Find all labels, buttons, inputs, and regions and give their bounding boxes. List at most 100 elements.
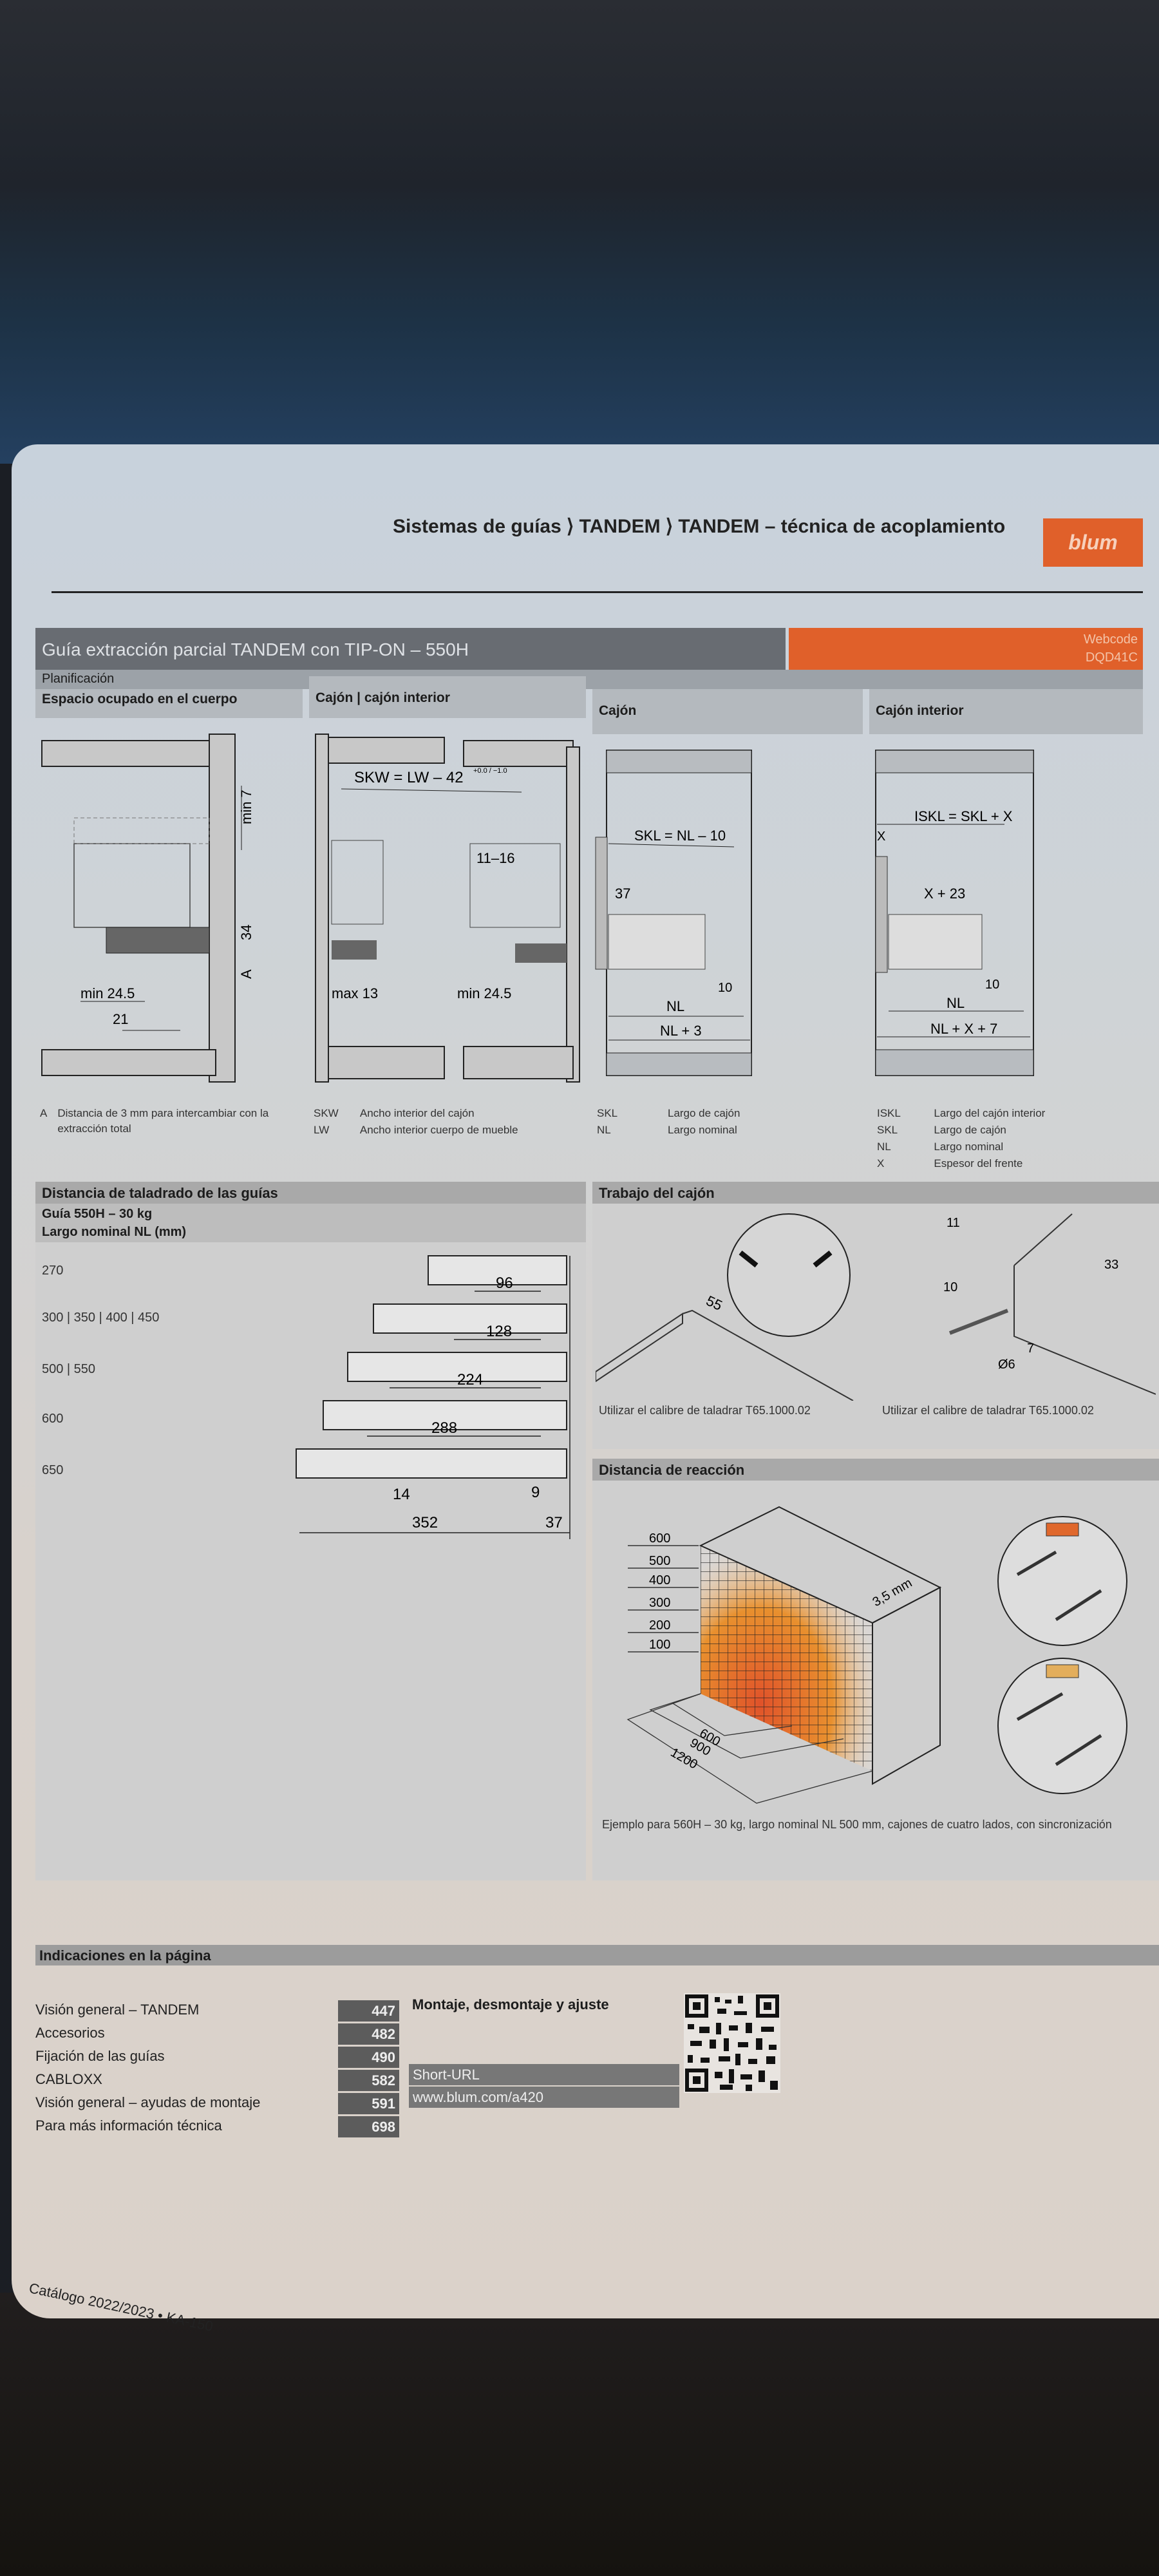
dim-55: 55	[704, 1293, 725, 1314]
reaction-heading: Distancia de reacción	[592, 1459, 1159, 1481]
drilling-subheading: Guía 550H – 30 kg Largo nominal NL (mm)	[35, 1204, 586, 1242]
dim-10-drill: 10	[943, 1280, 957, 1294]
inner-length-diagram: ISKL = SKL + X X X + 23 10 NL NL + X + 7	[875, 750, 1034, 1076]
dim-x: X	[877, 829, 885, 844]
legend-text: Distancia de 3 mm para intercambiar con …	[57, 1107, 269, 1135]
page-number[interactable]: 698	[338, 2116, 399, 2137]
legend-key: NL	[597, 1124, 611, 1136]
drill-gauge-caption: Utilizar el calibre de taladrar T65.1000…	[882, 1404, 1094, 1417]
nl-label: 300 | 350 | 400 | 450	[42, 1311, 160, 1325]
legend-text: Largo nominal	[667, 1124, 737, 1136]
dist-9: 9	[531, 1484, 540, 1501]
legend-key: SKW	[314, 1107, 339, 1119]
legend-space: A Distancia de 3 mm para intercambiar co…	[39, 1104, 296, 1138]
nl-label: 270	[42, 1264, 64, 1278]
legend-key: NL	[877, 1141, 891, 1153]
height-label: 300	[649, 1596, 670, 1610]
dist-224: 224	[457, 1371, 483, 1388]
col-heading-space: Espacio ocupado en el cuerpo	[35, 689, 303, 718]
dim-nl-x-7: NL + X + 7	[930, 1021, 997, 1037]
page-number[interactable]: 582	[338, 2070, 399, 2091]
dist-352: 352	[412, 1514, 438, 1531]
drawer-work-heading: Trabajo del cajón	[592, 1182, 1159, 1204]
nl-label: 650	[42, 1463, 64, 1477]
webcode-box[interactable]: Webcode DQD41C	[789, 628, 1143, 670]
webcode-label: Webcode	[1083, 632, 1138, 647]
dim-min7: min 7	[238, 790, 254, 824]
legend-text: Largo del cajón interior	[934, 1107, 1046, 1119]
height-label: 600	[649, 1531, 670, 1546]
dim-A: A	[238, 969, 254, 979]
indications-heading: Indicaciones en la página	[35, 1945, 1159, 1965]
page-number[interactable]: 591	[338, 2093, 399, 2114]
dim-33: 33	[1104, 1258, 1118, 1272]
col-heading-drawer: Cajón	[592, 689, 863, 734]
dim-11-16: 11–16	[476, 850, 515, 866]
video-title: Montaje, desmontaje y ajuste	[412, 1996, 609, 2012]
section-title: Guía extracción parcial TANDEM con TIP-O…	[35, 628, 786, 670]
legend-swatch-yellow	[1046, 1664, 1079, 1678]
legend-length: SKL Largo de cajón NL Largo nominal	[596, 1104, 860, 1139]
breadcrumb-item: TANDEM – técnica de acoplamiento	[678, 516, 1006, 537]
legend-key: SKL	[597, 1107, 618, 1119]
dim-34: 34	[238, 925, 254, 940]
dim-nl-inner: NL	[947, 995, 965, 1011]
col-heading-inner-drawer: Cajón interior	[869, 689, 1143, 734]
clip-diagram: 55	[596, 1213, 854, 1401]
height-label: 200	[649, 1618, 670, 1633]
legend-key: ISKL	[877, 1107, 901, 1119]
dim-10: 10	[718, 981, 732, 995]
page-number[interactable]: 490	[338, 2047, 399, 2068]
dim-x-23: X + 23	[924, 886, 965, 902]
height-label: 500	[649, 1554, 670, 1568]
width-diagram: SKW = LW – 42 +0.0 / −1.0 11–16 max 13 m…	[315, 734, 580, 1083]
reaction-caption: Ejemplo para 560H – 30 kg, largo nominal…	[602, 1818, 1112, 1831]
legend-text: Ancho interior cuerpo de mueble	[359, 1124, 518, 1136]
breadcrumb-separator: ⟩	[566, 516, 574, 537]
qr-code[interactable]	[684, 1993, 780, 2093]
legend-key: A	[40, 1107, 48, 1119]
dim-min24-5-right: min 24.5	[457, 985, 511, 1001]
dim-7: 7	[1027, 1341, 1034, 1356]
length-diagram: SKL = NL – 10 37 10 NL NL + 3	[595, 750, 752, 1076]
legend-key: X	[877, 1157, 885, 1170]
breadcrumb-item[interactable]: TANDEM	[579, 516, 661, 537]
col-heading-drawer-inner: Cajón | cajón interior	[309, 676, 586, 718]
indication-label[interactable]: CABLOXX	[35, 2071, 102, 2087]
dist-288: 288	[431, 1419, 457, 1437]
dist-14: 14	[393, 1486, 410, 1503]
legend-text: Largo de cajón	[667, 1107, 740, 1119]
dim-diameter-6: Ø6	[998, 1358, 1015, 1372]
guide-model: Guía 550H – 30 kg	[42, 1207, 153, 1221]
indication-label[interactable]: Para más información técnica	[35, 2117, 222, 2134]
dist-128: 128	[486, 1323, 512, 1340]
dim-skw-tolerance: +0.0 / −1.0	[473, 767, 507, 775]
page-number[interactable]: 447	[338, 2000, 399, 2022]
dim-iskl: ISKL = SKL + X	[914, 808, 1013, 824]
legend-key: LW	[314, 1124, 330, 1136]
indication-label[interactable]: Fijación de las guías	[35, 2048, 165, 2064]
nl-label: 500 | 550	[42, 1362, 96, 1376]
dim-min24-5: min 24.5	[80, 985, 135, 1001]
breadcrumb-item[interactable]: Sistemas de guías	[393, 516, 561, 537]
short-url-link[interactable]: www.blum.com/a420	[409, 2087, 679, 2108]
indication-label[interactable]: Accesorios	[35, 2025, 105, 2041]
reaction-diagram: 600 500 400 300 200 100 600 900 1200 3,5…	[627, 1506, 1127, 1804]
page-number[interactable]: 482	[338, 2023, 399, 2045]
indication-label[interactable]: Visión general – TANDEM	[35, 2002, 200, 2018]
breadcrumb-separator: ⟩	[665, 516, 674, 537]
background-dark	[0, 0, 1159, 464]
legend-text: Espesor del frente	[934, 1157, 1023, 1170]
drawer-work-panel	[592, 1182, 1159, 1449]
indication-label[interactable]: Visión general – ayudas de montaje	[35, 2094, 261, 2110]
dim-nl: NL	[666, 998, 684, 1014]
blum-logo: blum	[1043, 518, 1143, 567]
dim-nl-3: NL + 3	[660, 1023, 702, 1039]
dist-96: 96	[496, 1274, 513, 1292]
legend-text: Largo nominal	[934, 1141, 1004, 1153]
drilling-heading: Distancia de taladrado de las guías	[35, 1182, 586, 1204]
dim-11: 11	[947, 1216, 960, 1230]
drilling-diagram: 96 128 224 288 352 14 9 37	[296, 1255, 570, 1539]
